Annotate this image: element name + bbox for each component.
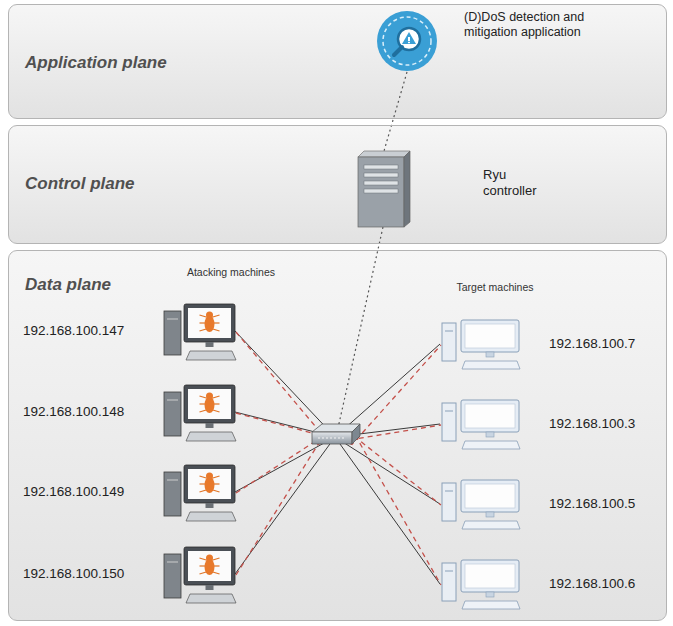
attacking-machine-shape: [164, 546, 236, 604]
controller-server: Ryu controller: [358, 151, 410, 228]
band-fill: [9, 251, 667, 621]
attack-path: [236, 435, 441, 506]
column-heading: Target machines: [450, 281, 540, 293]
plane-title: Control plane: [25, 174, 673, 194]
ip-address: 192.168.100.6: [549, 576, 661, 592]
controller-label: Ryu controller: [483, 167, 563, 198]
ip-address: 192.168.100.147: [23, 323, 141, 339]
band-fills: [9, 5, 667, 621]
network-wires: [235, 331, 440, 584]
attacking-machine-shape: [164, 464, 236, 522]
plane-band: 192.168.100.147 192.168.100.148 192.168.10…: [8, 250, 667, 621]
plane-band: Ryu controllerControl plane: [8, 125, 667, 244]
attacking-machine: 192.168.100.149: [164, 464, 236, 522]
attacking-machine: 192.168.100.147: [164, 303, 236, 361]
application-icon-shape: [376, 10, 438, 72]
attacking-machine: 192.168.100.148: [164, 384, 236, 442]
plane-band: (D)DoS detection and mitigation applicat…: [8, 4, 667, 119]
ip-address: 192.168.100.5: [549, 496, 661, 512]
target-machine: 192.168.100.3: [441, 399, 521, 451]
target-machine-shape: [441, 479, 521, 531]
attack-path: [236, 332, 441, 445]
target-machine: 192.168.100.6: [441, 559, 521, 611]
target-machine-shape: [441, 399, 521, 451]
attacking-machine: 192.168.100.150: [164, 546, 236, 604]
ip-address: 192.168.100.150: [23, 566, 141, 582]
control-link: [384, 72, 407, 151]
switch-side: [352, 424, 360, 444]
network-wire: [235, 331, 335, 437]
plane-title: Data plane: [25, 275, 673, 295]
application-label: (D)DoS detection and mitigation applicat…: [464, 10, 604, 40]
column-heading: Atacking machines: [186, 266, 276, 278]
network-wire: [335, 437, 440, 504]
attacking-machine-shape: [164, 303, 236, 361]
switch-front: [312, 432, 352, 444]
attack-path: [236, 430, 441, 586]
network-wire: [335, 437, 440, 584]
switch-symbol: [312, 424, 360, 444]
ip-address: 192.168.100.149: [23, 484, 141, 500]
network-wire: [235, 437, 335, 574]
target-machine-shape: [441, 559, 521, 611]
application-icon: (D)DoS detection and mitigation applicat…: [376, 10, 438, 72]
attacking-machine-shape: [164, 384, 236, 442]
controller-server-shape: [358, 151, 410, 228]
target-machine: 192.168.100.7: [441, 319, 521, 371]
ip-address: 192.168.100.148: [23, 404, 141, 420]
ip-address: 192.168.100.3: [549, 416, 661, 432]
target-machine-shape: [441, 319, 521, 371]
ip-address: 192.168.100.7: [549, 336, 661, 352]
network-wire: [335, 344, 440, 437]
target-machine: 192.168.100.5: [441, 479, 521, 531]
switch-ports: [318, 438, 346, 439]
plane-title: Application plane: [25, 53, 673, 73]
network-wire: [235, 437, 335, 492]
control-link: [338, 227, 383, 428]
